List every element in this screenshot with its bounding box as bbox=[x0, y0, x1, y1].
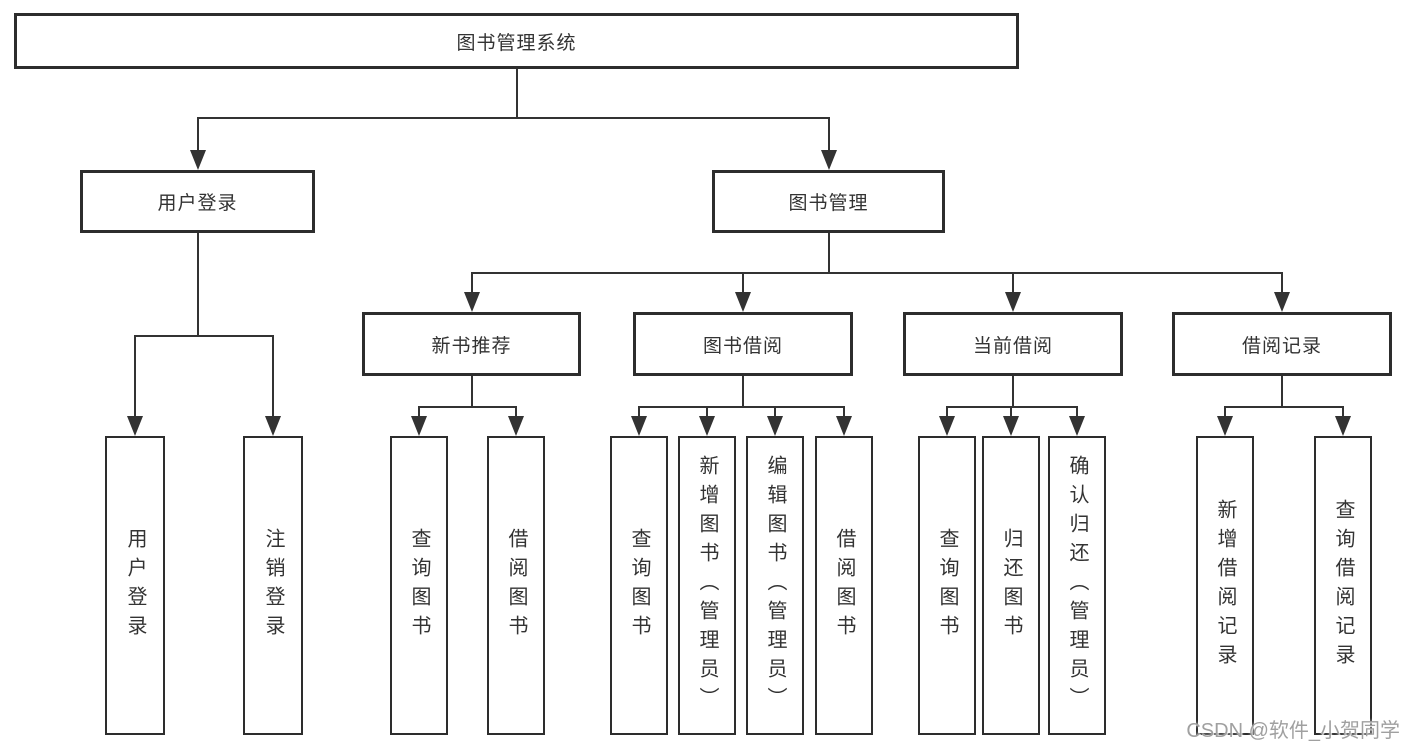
arrow-down-icon bbox=[127, 416, 143, 436]
connector-drop-nbr-borrow-book bbox=[515, 406, 517, 416]
node-bb-query-book: 查询图书 bbox=[610, 436, 668, 735]
arrow-down-icon bbox=[1217, 416, 1233, 436]
connector-bar-new-book-rec bbox=[418, 406, 517, 408]
connector-drop-nbr-query-book bbox=[418, 406, 420, 416]
node-label-book-mgmt: 图书管理 bbox=[788, 193, 869, 214]
node-label-br-add-record: 新增借阅记录 bbox=[1214, 498, 1236, 673]
node-nbr-borrow-book: 借阅图书 bbox=[487, 436, 545, 735]
node-label-ul-user-login: 用户登录 bbox=[124, 527, 146, 644]
connector-bar-root bbox=[196, 117, 830, 119]
node-label-root: 图书管理系统 bbox=[456, 32, 577, 54]
arrow-down-icon bbox=[1274, 292, 1290, 312]
node-ul-logout: 注销登录 bbox=[243, 436, 303, 735]
arrow-down-icon bbox=[631, 416, 647, 436]
connector-drop-bb-edit-book bbox=[774, 406, 776, 416]
csdn-watermark: CSDN @软件_小贺同学 bbox=[1186, 720, 1400, 742]
connector-stem-book-mgmt bbox=[827, 233, 830, 272]
connector-bar-user-login bbox=[134, 335, 274, 337]
node-current-borrow: 当前借阅 bbox=[903, 312, 1123, 376]
arrow-down-icon bbox=[508, 416, 524, 436]
connector-stem-new-book-rec bbox=[470, 376, 473, 406]
connector-bar-book-borrow bbox=[638, 406, 845, 408]
node-borrow-record: 借阅记录 bbox=[1172, 312, 1392, 376]
connector-drop-cb-return-book bbox=[1010, 406, 1012, 416]
node-user-login: 用户登录 bbox=[80, 170, 315, 233]
node-book-mgmt: 图书管理 bbox=[712, 170, 945, 233]
connector-bar-book-mgmt bbox=[470, 272, 1283, 274]
connector-drop-book-mgmt bbox=[827, 117, 830, 150]
node-new-book-rec: 新书推荐 bbox=[362, 312, 581, 376]
connector-stem-current-borrow bbox=[1012, 376, 1014, 406]
arrow-down-icon bbox=[820, 150, 837, 170]
node-label-bb-borrow-book: 借阅图书 bbox=[833, 527, 855, 644]
connector-drop-cb-confirm-return bbox=[1076, 406, 1078, 416]
arrow-down-icon bbox=[1335, 416, 1351, 436]
node-bb-add-book: 新增图书（管理员） bbox=[678, 436, 736, 735]
node-label-br-query-record: 查询借阅记录 bbox=[1332, 498, 1354, 673]
arrow-down-icon bbox=[463, 292, 480, 312]
node-label-nbr-query-book: 查询图书 bbox=[408, 527, 430, 644]
connector-stem-book-borrow bbox=[742, 376, 744, 406]
connector-drop-ul-logout bbox=[272, 335, 274, 416]
node-cb-return-book: 归还图书 bbox=[982, 436, 1040, 735]
node-label-user-login: 用户登录 bbox=[157, 193, 238, 214]
arrow-down-icon bbox=[1069, 416, 1085, 436]
arrow-down-icon bbox=[939, 416, 955, 436]
connector-stem-borrow-record bbox=[1281, 376, 1283, 406]
connector-drop-bb-borrow-book bbox=[843, 406, 845, 416]
arrow-down-icon bbox=[767, 416, 783, 436]
connector-stem-user-login bbox=[196, 233, 199, 335]
node-label-book-borrow: 图书借阅 bbox=[702, 335, 783, 357]
node-book-borrow: 图书借阅 bbox=[633, 312, 853, 376]
connector-drop-br-query-record bbox=[1342, 406, 1344, 416]
node-label-borrow-record: 借阅记录 bbox=[1241, 335, 1322, 357]
node-label-cb-confirm-return: 确认归还（管理员） bbox=[1066, 455, 1088, 716]
node-label-current-borrow: 当前借阅 bbox=[972, 335, 1053, 357]
connector-drop-bb-add-book bbox=[706, 406, 708, 416]
node-label-bb-edit-book: 编辑图书（管理员） bbox=[764, 455, 786, 716]
connector-drop-user-login bbox=[196, 117, 199, 150]
connector-drop-br-add-record bbox=[1224, 406, 1226, 416]
arrow-down-icon bbox=[1005, 292, 1021, 312]
node-ul-user-login: 用户登录 bbox=[105, 436, 165, 735]
node-label-cb-query-book: 查询图书 bbox=[936, 527, 958, 644]
arrow-down-icon bbox=[699, 416, 715, 436]
arrow-down-icon bbox=[1003, 416, 1019, 436]
node-cb-confirm-return: 确认归还（管理员） bbox=[1048, 436, 1106, 735]
node-label-bb-query-book: 查询图书 bbox=[628, 527, 650, 644]
connector-drop-current-borrow bbox=[1012, 272, 1014, 292]
node-label-new-book-rec: 新书推荐 bbox=[431, 335, 512, 357]
node-label-ul-logout: 注销登录 bbox=[262, 527, 284, 644]
node-label-bb-add-book: 新增图书（管理员） bbox=[696, 455, 718, 716]
node-label-cb-return-book: 归还图书 bbox=[1000, 527, 1022, 644]
node-nbr-query-book: 查询图书 bbox=[390, 436, 448, 735]
arrow-down-icon bbox=[265, 416, 281, 436]
node-bb-borrow-book: 借阅图书 bbox=[815, 436, 873, 735]
node-label-nbr-borrow-book: 借阅图书 bbox=[505, 527, 527, 644]
connector-drop-cb-query-book bbox=[946, 406, 948, 416]
connector-bar-current-borrow bbox=[946, 406, 1078, 408]
arrow-down-icon bbox=[411, 416, 427, 436]
connector-drop-ul-user-login bbox=[134, 335, 136, 416]
connector-drop-bb-query-book bbox=[638, 406, 640, 416]
node-br-add-record: 新增借阅记录 bbox=[1196, 436, 1254, 735]
node-root: 图书管理系统 bbox=[14, 13, 1019, 69]
node-br-query-record: 查询借阅记录 bbox=[1314, 436, 1372, 735]
connector-bar-borrow-record bbox=[1224, 406, 1344, 408]
node-cb-query-book: 查询图书 bbox=[918, 436, 976, 735]
node-bb-edit-book: 编辑图书（管理员） bbox=[746, 436, 804, 735]
arrow-down-icon bbox=[189, 150, 206, 170]
connector-drop-borrow-record bbox=[1281, 272, 1283, 292]
connector-drop-new-book-rec bbox=[470, 272, 473, 292]
arrow-down-icon bbox=[735, 292, 751, 312]
arrow-down-icon bbox=[836, 416, 852, 436]
connector-drop-book-borrow bbox=[742, 272, 744, 292]
connector-stem-root bbox=[515, 69, 518, 117]
